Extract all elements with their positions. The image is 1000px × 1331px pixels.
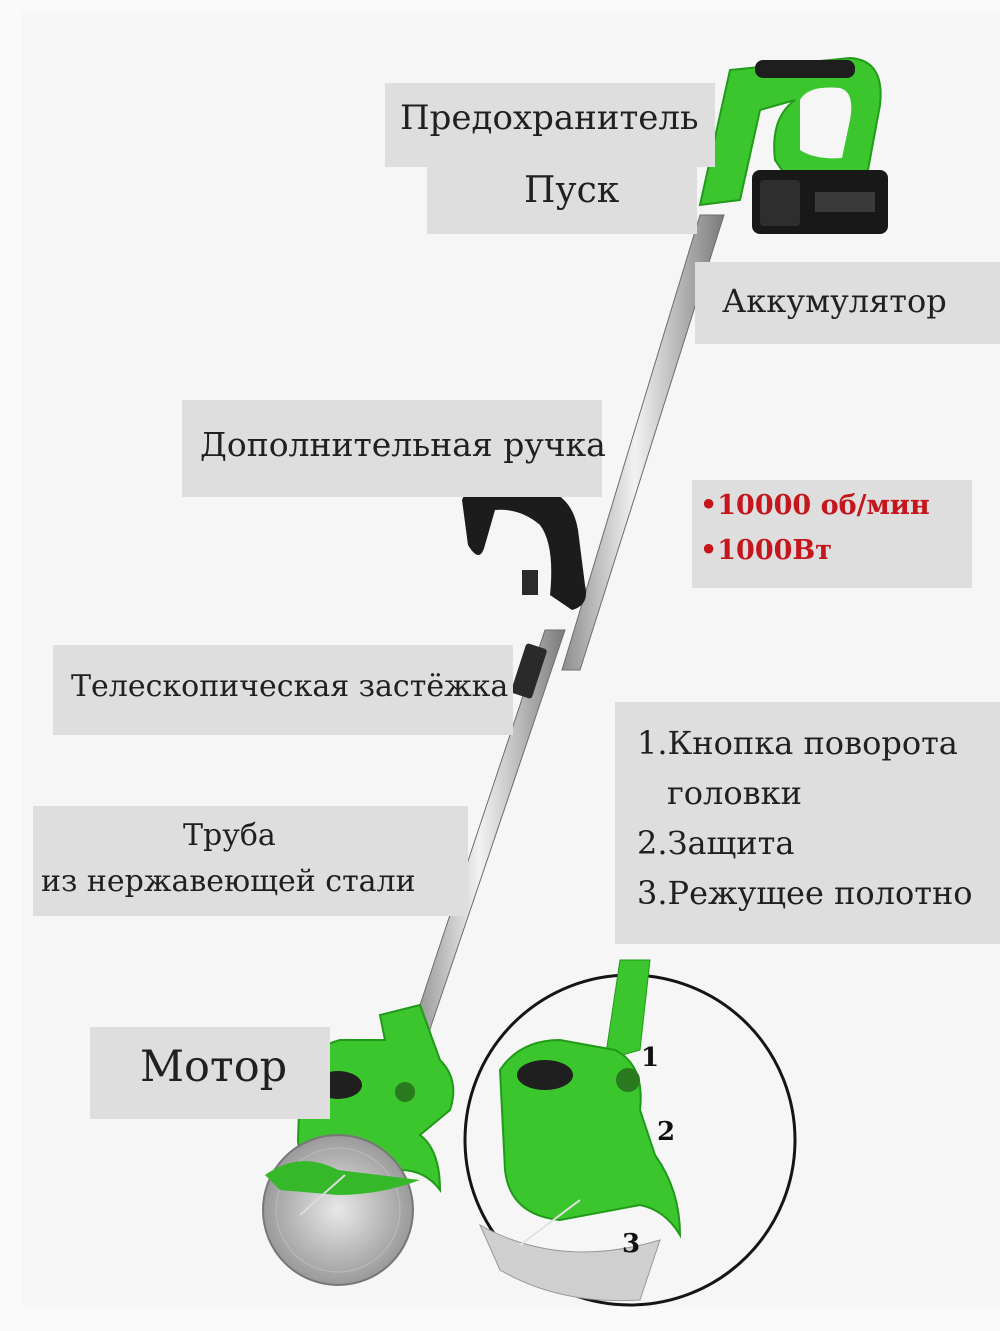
detail-marker-2: 2 <box>657 1117 676 1147</box>
label-aux-handle-text: Дополнительная ручка <box>200 425 606 464</box>
label-battery-text: Аккумулятор <box>722 282 947 320</box>
detail-circle <box>463 959 797 1307</box>
battery-pack <box>752 170 888 234</box>
label-telescopic-text: Телескопическая застёжка <box>71 669 509 704</box>
label-motor: Мотор <box>90 1027 330 1119</box>
detail-marker-1: 1 <box>641 1043 660 1073</box>
label-tube-line1: Труба <box>183 818 276 853</box>
features-box: 1.Кнопка поворота головки 2.Защита 3.Реж… <box>615 702 1000 944</box>
feature-2: 2.Защита <box>637 824 795 862</box>
spec-rpm: •10000 об/мин <box>700 490 930 521</box>
label-tube-line2: из нержавеющей стали <box>41 864 416 899</box>
feature-1-line2: головки <box>667 774 802 812</box>
label-safety: Предохранитель <box>385 83 715 167</box>
specs-box: •10000 об/мин •1000Вт <box>692 480 972 588</box>
telescopic-clamp <box>511 643 547 699</box>
label-tube: Труба из нержавеющей стали <box>33 806 468 916</box>
feature-1-line1: 1.Кнопка поворота <box>637 724 958 762</box>
detail-marker-3: 3 <box>622 1229 641 1259</box>
label-telescopic: Телескопическая застёжка <box>53 645 513 735</box>
label-aux-handle: Дополнительная ручка <box>182 400 606 497</box>
label-start-text: Пуск <box>524 170 620 211</box>
steel-shaft <box>409 214 725 1036</box>
auxiliary-handle <box>462 481 587 610</box>
label-battery: Аккумулятор <box>695 262 1000 344</box>
label-motor-text: Мотор <box>140 1042 288 1092</box>
label-safety-text: Предохранитель <box>400 98 699 138</box>
motor-head <box>262 1003 455 1286</box>
spec-power: •1000Вт <box>700 535 832 566</box>
feature-3: 3.Режущее полотно <box>637 874 973 912</box>
label-start: Пуск <box>427 160 697 234</box>
